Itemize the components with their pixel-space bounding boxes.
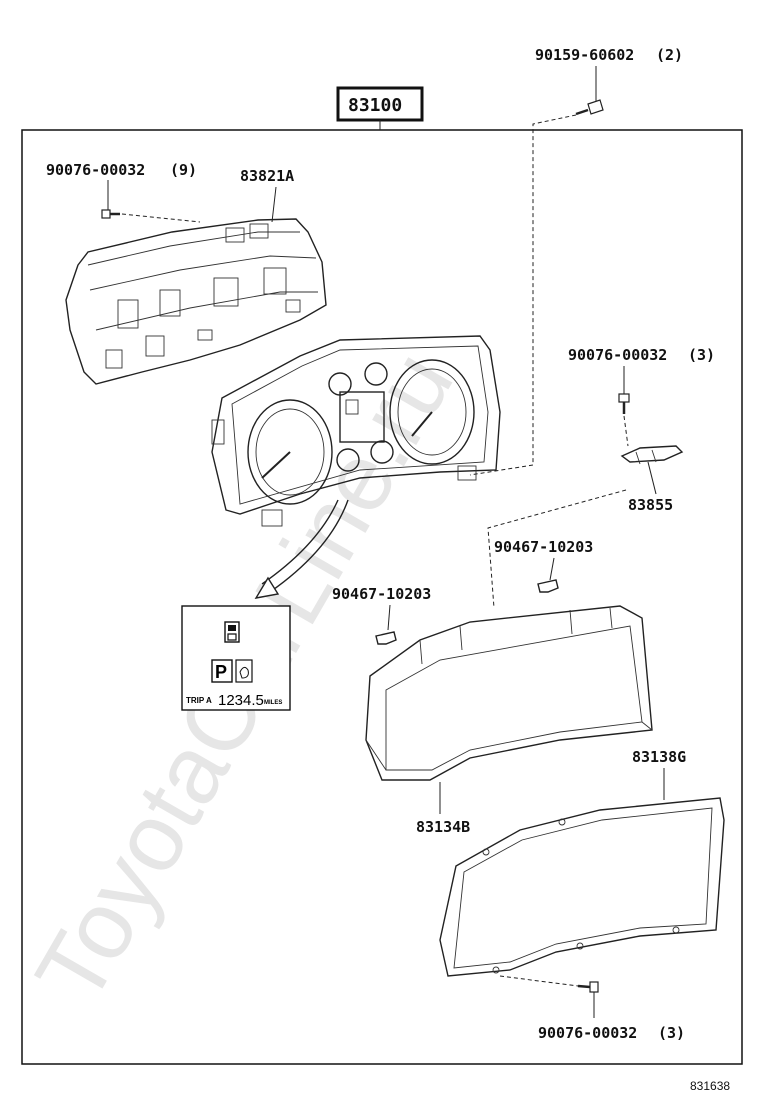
seat-icon (235, 659, 253, 683)
part-qty-screw-bottom: (3) (658, 1024, 685, 1042)
part-label-bracket[interactable]: 83855 (628, 496, 673, 514)
odometer-unit: MILES (264, 700, 282, 706)
part-label-clip-right[interactable]: 90467-10203 (494, 538, 593, 556)
trip-label: TRIP A (186, 696, 212, 705)
dash-glass-to-screw (499, 975, 579, 987)
part-label-glass[interactable]: 83138G (632, 748, 686, 766)
leader-case (271, 186, 277, 223)
part-qty-screw-right: (3) (688, 346, 715, 364)
gear-indicator-box (211, 659, 233, 683)
glass-part (439, 797, 725, 977)
part-label-lens[interactable]: 83134B (416, 818, 470, 836)
leader-clip-left (387, 604, 391, 631)
part-label-screw-right[interactable]: 90076-00032 (568, 346, 667, 364)
detail-arrow (269, 499, 349, 593)
dash-screw-to-case (121, 213, 201, 223)
part-qty-screw-left: (9) (170, 161, 197, 179)
odometer-value: 1234.5 (218, 692, 264, 709)
display-inset: P TRIP A 1234.5 MILES (181, 605, 291, 711)
part-qty-bolt-top: (2) (656, 46, 683, 64)
part-label-clip-left[interactable]: 90467-10203 (332, 585, 431, 603)
assembly-frame (21, 129, 743, 1065)
combination-meter (211, 335, 501, 527)
screw-left-icon (101, 209, 120, 219)
clip-right-icon (537, 579, 559, 593)
part-label-bolt-top[interactable]: 90159-60602 (535, 46, 634, 64)
detail-arrow-outline (261, 499, 339, 585)
screw-right-icon (618, 393, 630, 414)
gear-indicator: P (215, 662, 227, 682)
dash-screw-to-bracket (623, 415, 629, 447)
clip-left-icon (375, 631, 397, 645)
part-label-screw-left[interactable]: 90076-00032 (46, 161, 145, 179)
detail-arrowhead (254, 576, 280, 599)
leader-bracket (647, 461, 657, 495)
bolt-top-icon (575, 99, 604, 116)
part-label-case[interactable]: 83821A (240, 167, 294, 185)
part-label-screw-bottom[interactable]: 90076-00032 (538, 1024, 637, 1042)
screw-bottom-icon (577, 981, 599, 993)
meter-case (65, 218, 327, 385)
leader-clip-right (549, 557, 555, 581)
dash-bracket-to-lens (487, 489, 627, 609)
lens-part (365, 605, 653, 781)
fuel-icon (224, 621, 240, 643)
dash-bolt-to-meter (469, 114, 577, 476)
bracket-part (620, 445, 684, 465)
assembly-part-number[interactable]: 83100 (348, 95, 402, 116)
figure-reference: 831638 (690, 1079, 730, 1093)
